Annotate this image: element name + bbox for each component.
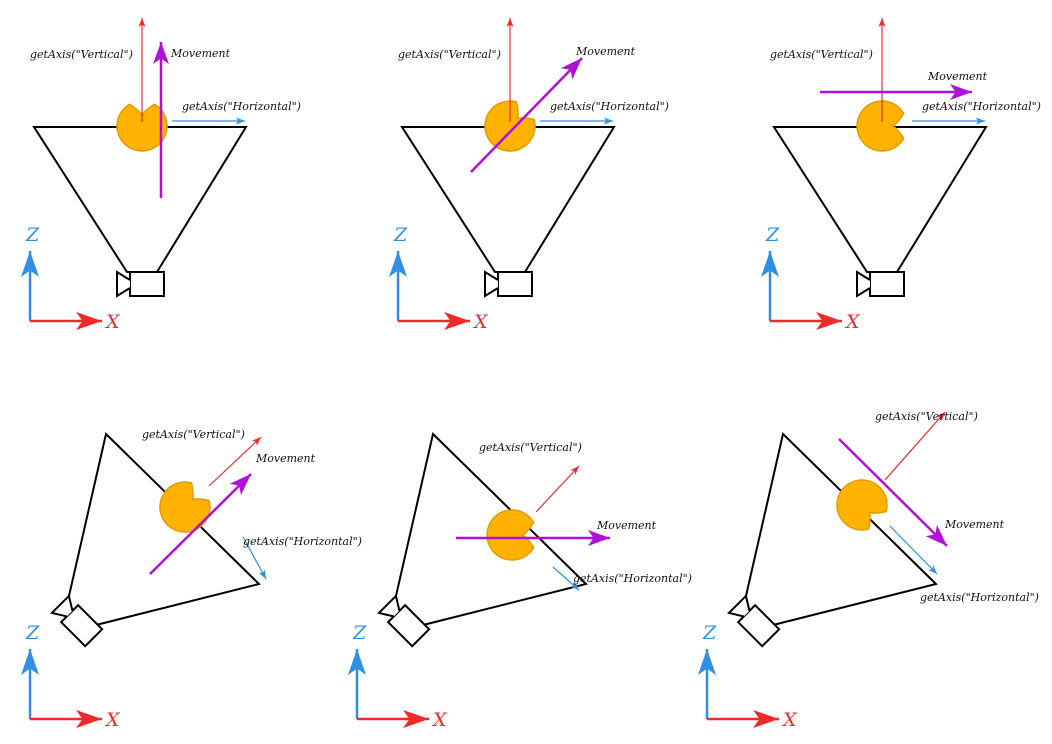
vertical-axis-arrow [208,436,262,487]
camera-icon [116,270,165,298]
vertical-axis-label: getAxis("Vertical") [770,48,873,61]
horizontal-axis-arrow [552,566,580,591]
vertical-axis-label: getAxis("Vertical") [30,48,133,61]
vertical-axis-label: getAxis("Vertical") [398,48,501,61]
camera-body [386,603,431,648]
horizontal-axis-label: getAxis("Horizontal") [573,572,692,585]
movement-label: Movement [596,519,657,532]
movement-arrow [149,473,252,575]
movement-arrow [470,57,583,173]
camera-frustum [741,432,938,627]
camera-frustum [64,432,261,627]
vertical-axis-arrow [884,411,946,481]
camera-lens [484,270,499,298]
camera-lens [116,270,131,298]
x-axis-label: X [431,709,448,731]
z-axis-label: Z [393,224,408,246]
movement-label: Movement [170,47,231,60]
horizontal-axis-label: getAxis("Horizontal") [243,535,362,548]
camera-body [869,271,905,297]
camera-lens [376,593,401,618]
x-axis-label: X [472,311,489,333]
camera-lens [49,593,74,618]
horizontal-axis-label: getAxis("Horizontal") [550,100,669,113]
character [484,100,536,152]
camera-body [736,603,781,648]
movement-label: Movement [944,518,1005,531]
movement-arrow [838,438,948,547]
horizontal-axis-label: getAxis("Horizontal") [920,591,1039,604]
horizontal-axis-arrow [242,536,267,580]
movement-label: Movement [575,45,636,58]
z-axis-label: Z [352,622,367,644]
vertical-axis-label: getAxis("Vertical") [142,428,245,441]
camera-icon [484,270,533,298]
movement-label: Movement [927,70,988,83]
horizontal-axis-label: getAxis("Horizontal") [182,100,301,113]
camera-icon [856,270,905,298]
camera-body [129,271,165,297]
x-axis-label: X [781,709,798,731]
vertical-axis-label: getAxis("Vertical") [875,410,978,423]
character [486,509,535,561]
camera-lens [726,593,751,618]
horizontal-axis-arrow [889,525,938,575]
vertical-axis-label: getAxis("Vertical") [479,441,582,454]
camera-icon [49,593,104,648]
camera-icon [376,593,431,648]
character [856,100,905,152]
x-axis-label: X [844,311,861,333]
character [836,479,888,531]
horizontal-axis-label: getAxis("Horizontal") [922,100,1041,113]
z-axis-label: Z [702,622,717,644]
z-axis-label: Z [25,224,40,246]
z-axis-label: Z [25,622,40,644]
movement-label: Movement [255,452,316,465]
camera-body [59,603,104,648]
camera-lens [856,270,871,298]
x-axis-label: X [104,709,121,731]
character [159,481,211,533]
x-axis-label: X [104,311,121,333]
camera-body [497,271,533,297]
camera-icon [726,593,781,648]
z-axis-label: Z [765,224,780,246]
vertical-axis-arrow [535,465,580,513]
